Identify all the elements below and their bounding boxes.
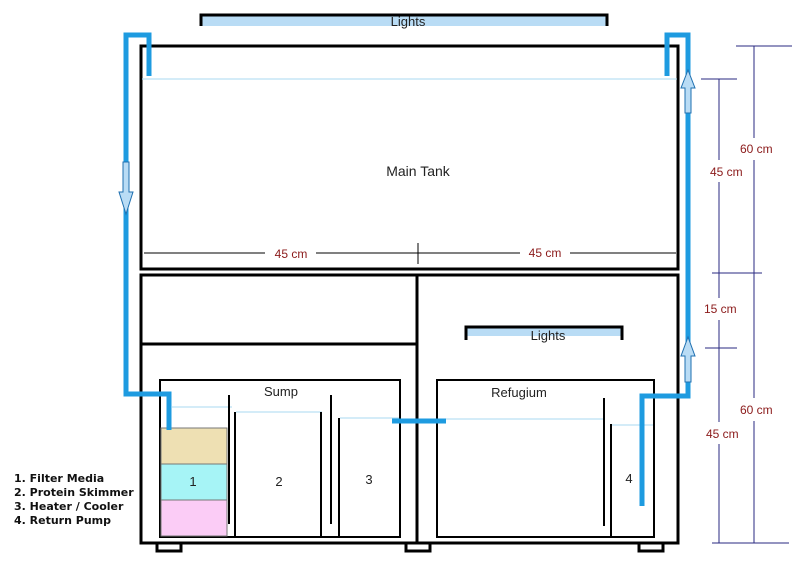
refugium-lights-fill <box>466 328 622 336</box>
drain-flow-arrow-icon <box>118 161 134 216</box>
height-labels: 60 cm 45 cm 15 cm 60 cm 45 cm <box>704 142 773 441</box>
return-pipe <box>639 32 691 506</box>
filter-media-layer-3 <box>160 499 228 537</box>
top-lights-frame <box>199 13 609 26</box>
refugium-lights-label: Lights <box>531 328 566 343</box>
top-lights: Lights <box>199 13 609 29</box>
tank-height-label: 45 cm <box>710 165 743 179</box>
main-tank-label: Main Tank <box>386 163 451 179</box>
width-dimensions: 45 cm 45 cm <box>144 243 676 264</box>
legend-item-filter-media: 1. Filter Media <box>14 472 104 485</box>
filter-media-layer-2 <box>160 463 228 501</box>
legend: 1. Filter Media 2. Protein Skimmer 3. He… <box>14 472 134 527</box>
stand <box>139 273 680 553</box>
stand-foot-right <box>637 541 665 553</box>
legend-item-return-pump: 4. Return Pump <box>14 514 111 527</box>
sump-label: Sump <box>264 384 298 399</box>
main-tank: Main Tank <box>139 44 680 271</box>
height-dimensions <box>701 45 792 544</box>
refugium-lights-frame <box>464 325 624 340</box>
top-lights-label: Lights <box>391 14 426 29</box>
stand-gap-label: 15 cm <box>704 302 737 316</box>
sump-height-label: 45 cm <box>706 427 739 441</box>
return-flow-arrow-bottom-icon <box>680 335 696 383</box>
filter-media-layer-1 <box>160 427 228 465</box>
top-lights-fill <box>201 16 607 26</box>
chamber-2-label: 2 <box>275 474 282 489</box>
legend-item-heater-cooler: 3. Heater / Cooler <box>14 500 124 513</box>
refugium: Lights Refugium 4 <box>436 325 655 538</box>
tank-right-width-label: 45 cm <box>529 246 562 260</box>
drain-pipe <box>123 32 172 430</box>
chamber-4-label: 4 <box>625 471 632 486</box>
chamber-3-label: 3 <box>365 472 372 487</box>
tank-left-width-label: 45 cm <box>275 247 308 261</box>
sump: Sump 1 2 3 <box>159 379 401 538</box>
legend-item-protein-skimmer: 2. Protein Skimmer <box>14 486 134 499</box>
total-height-top-label: 60 cm <box>740 142 773 156</box>
return-flow-arrow-top-icon <box>680 68 696 114</box>
stand-foot-left <box>155 541 183 553</box>
sump-outline <box>159 379 401 538</box>
refugium-label: Refugium <box>491 385 547 400</box>
stand-foot-center <box>404 541 432 553</box>
main-tank-outline <box>139 44 680 271</box>
flow-arrows <box>118 68 696 383</box>
chamber-1-label: 1 <box>189 474 196 489</box>
stand-height-label: 60 cm <box>740 403 773 417</box>
refugium-outline <box>436 379 655 538</box>
